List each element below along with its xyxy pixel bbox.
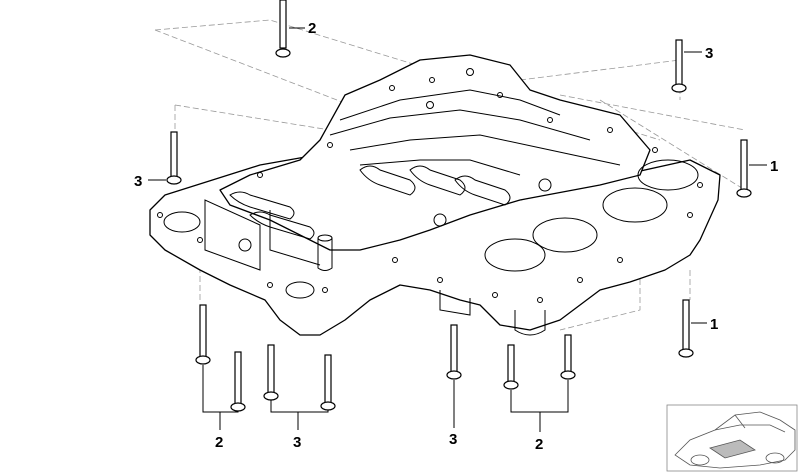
- bolt-lower-mid-b: [320, 354, 336, 411]
- bolts: [166, 0, 752, 412]
- callout-upper-right-bolt: 3: [705, 45, 713, 62]
- bolt-lower-left-b: [230, 351, 246, 412]
- callout-left-bolt: 3: [134, 173, 142, 190]
- bolt-right-1-lower: [678, 299, 694, 358]
- bolt-lower-mid-a: [263, 344, 279, 401]
- bolt-upper-right-3: [671, 39, 687, 93]
- callout-lower-left-group: 2: [215, 434, 223, 451]
- callout-top-bolt: 2: [308, 20, 316, 37]
- valve-body: [149, 54, 721, 336]
- callout-right-upper-bolt: 1: [770, 158, 778, 175]
- callout-lower-mid-group: 3: [293, 434, 301, 451]
- bolt-bottom-right-a: [503, 344, 519, 390]
- bolt-lower-left-a: [195, 304, 211, 365]
- callout-bottom-right-group: 2: [535, 436, 543, 453]
- leader-lines: [148, 27, 767, 432]
- bolt-bottom-right-b: [560, 334, 576, 380]
- vehicle-locator-thumbnail: [666, 404, 798, 472]
- bolt-top-2: [275, 0, 291, 58]
- callout-bottom-center: 3: [449, 431, 457, 448]
- bolt-left-3: [166, 131, 182, 185]
- callout-labels: 2 3 3 1 1 2 3 3 2: [134, 20, 778, 453]
- callout-right-lower-bolt: 1: [710, 316, 718, 333]
- bolt-right-1-upper: [736, 139, 752, 198]
- bolt-bottom-center-3: [446, 324, 462, 380]
- bolt-holes: [157, 68, 703, 303]
